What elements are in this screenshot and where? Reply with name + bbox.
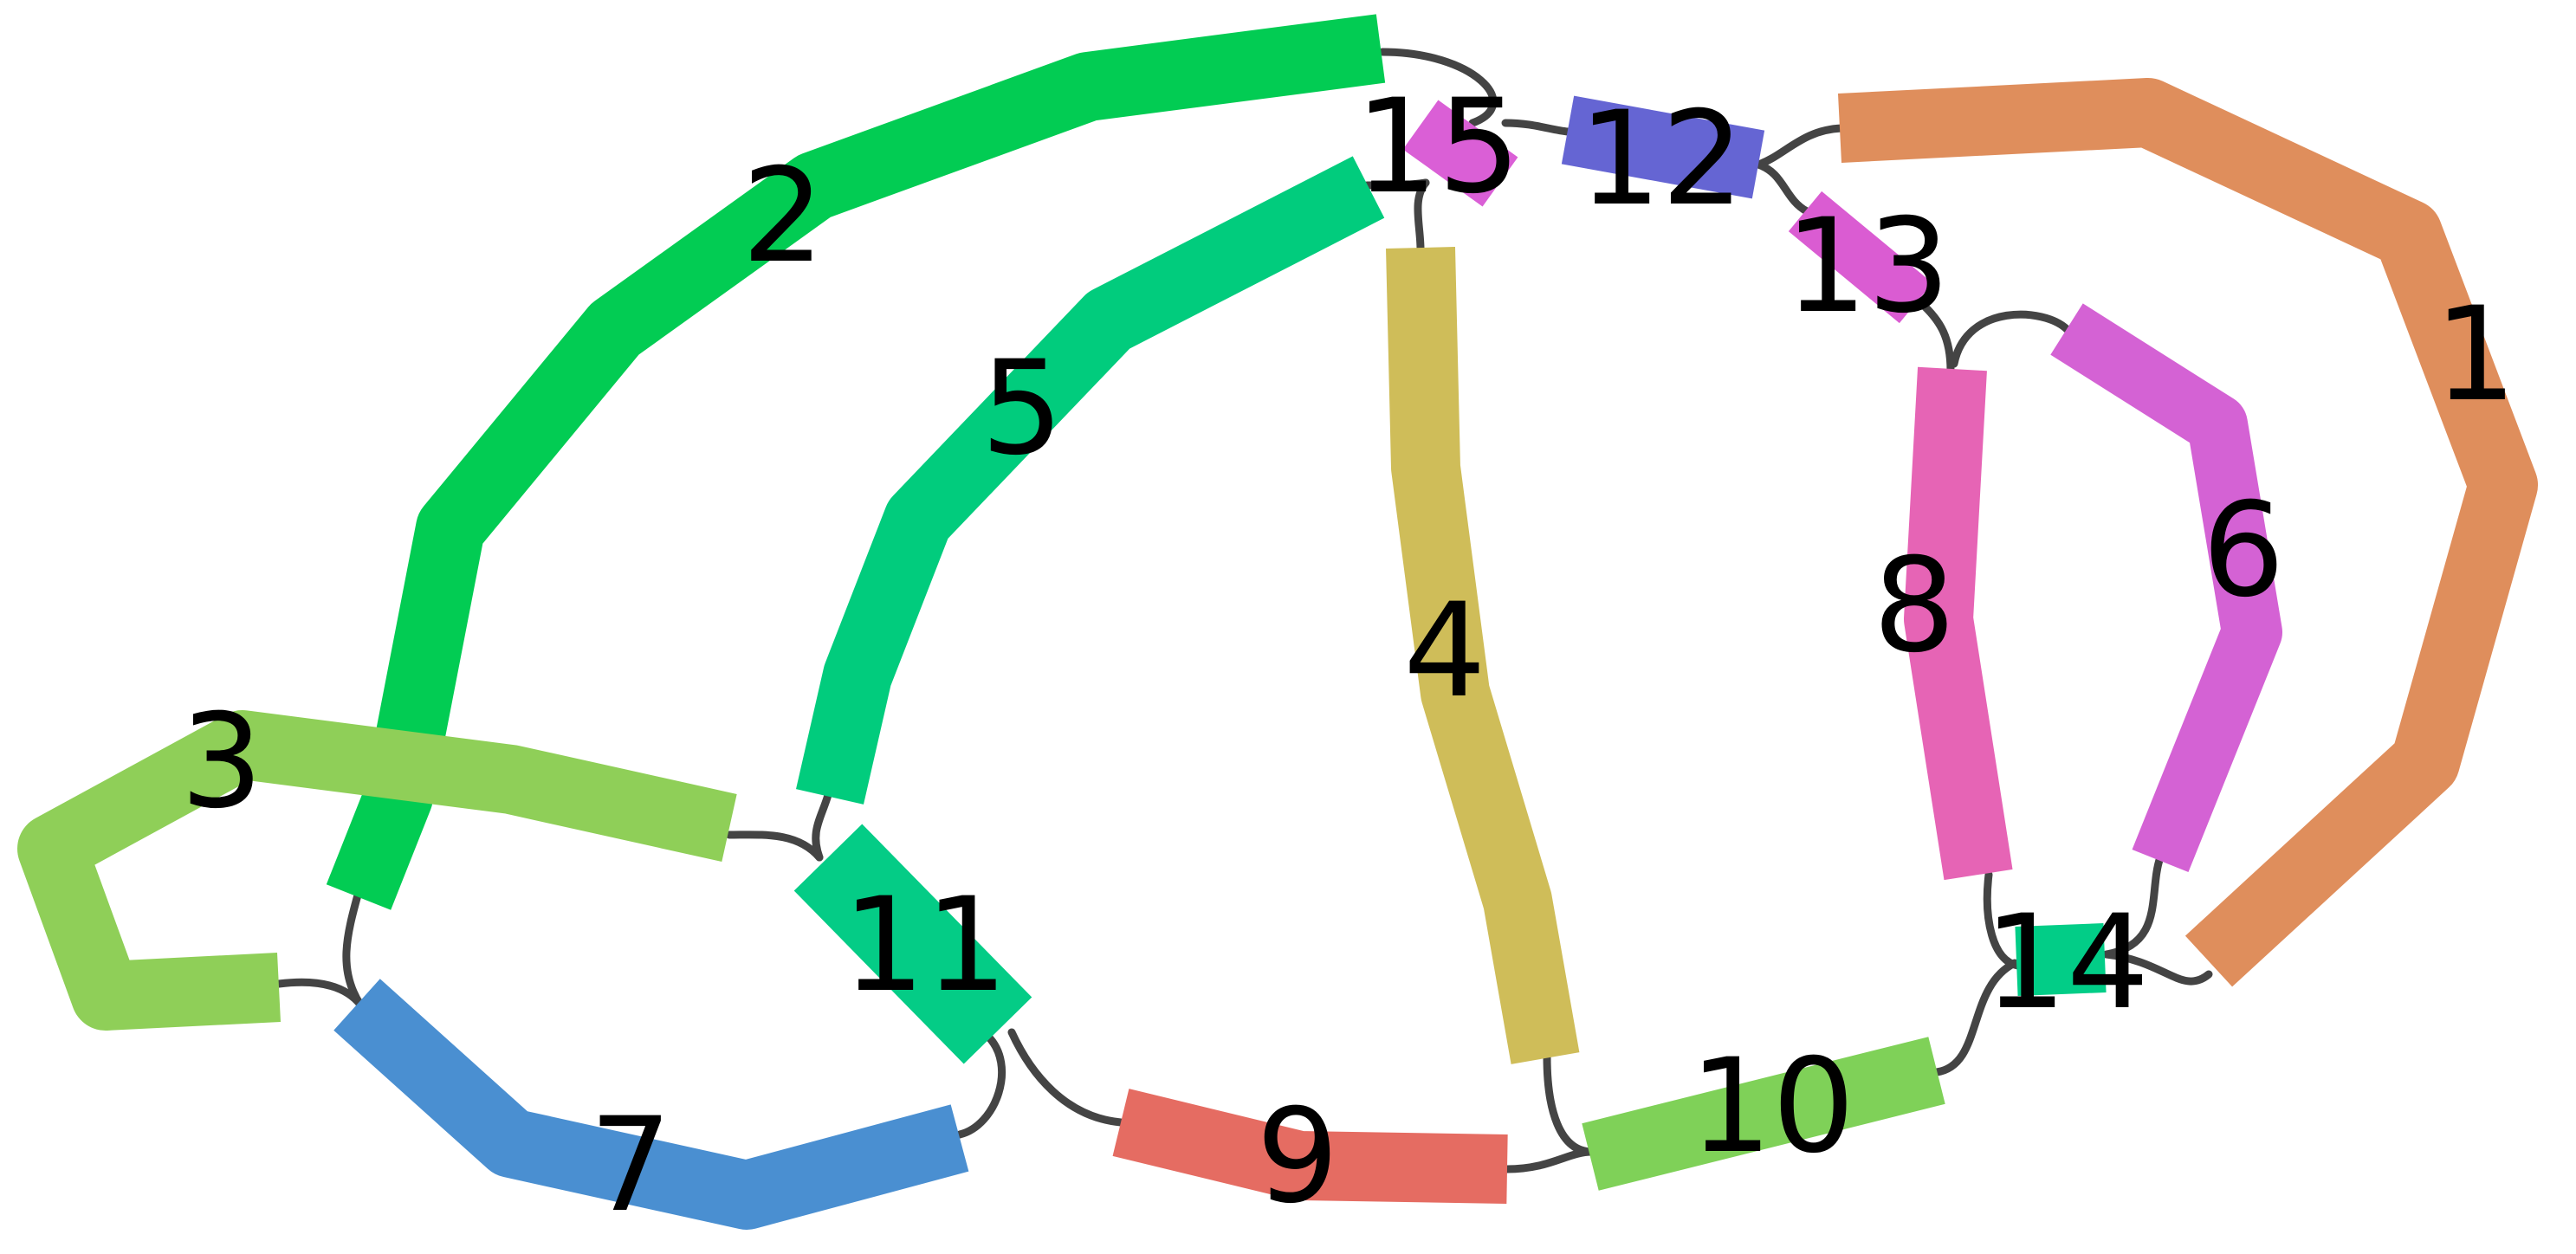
- segment-label-1: 1: [2434, 280, 2516, 430]
- link-4-10: [1543, 1052, 1596, 1156]
- link-5-11: [812, 791, 832, 862]
- segment-label-5: 5: [981, 333, 1063, 484]
- link-15-12: [1501, 119, 1572, 136]
- segments: [17, 14, 2538, 1230]
- segment-label-15: 15: [1356, 72, 1521, 223]
- segment-5[interactable]: [796, 156, 1385, 805]
- segment-label-8: 8: [1873, 531, 1955, 682]
- segment-label-6: 6: [2202, 475, 2284, 626]
- segment-label-12: 12: [1579, 84, 1744, 235]
- link-9-10: [1503, 1147, 1596, 1173]
- segment-11[interactable]: [793, 824, 1032, 1064]
- segment-label-10: 10: [1690, 1031, 1855, 1182]
- segment-12[interactable]: [1561, 95, 1765, 199]
- link-11-9: [1007, 1028, 1125, 1127]
- segment-15[interactable]: [1402, 100, 1518, 207]
- link-10-14: [1932, 959, 2019, 1076]
- labels: 1 2 3 4 5 6 7 8 9 10 11 12 13 14 15: [180, 72, 2516, 1241]
- segment-label-2: 2: [741, 141, 824, 292]
- segment-label-3: 3: [180, 687, 262, 837]
- link-3-11: [725, 831, 824, 862]
- link-12-13: [1754, 160, 1811, 216]
- segment-4[interactable]: [1386, 247, 1580, 1064]
- link-6-14: [2102, 853, 2165, 959]
- segment-8[interactable]: [1904, 366, 2013, 881]
- segment-9[interactable]: [1112, 1089, 1508, 1204]
- segment-1[interactable]: [1837, 78, 2538, 987]
- links: [275, 48, 2213, 1173]
- link-2-7: [342, 888, 365, 1009]
- link-2-15: [1378, 48, 1498, 127]
- link-11-7: [955, 1031, 1006, 1139]
- segment-10[interactable]: [1582, 1037, 1945, 1191]
- link-12-1: [1754, 124, 1846, 169]
- segment-label-4: 4: [1403, 576, 1485, 727]
- link-8-6: [1950, 310, 2071, 368]
- segment-3[interactable]: [17, 710, 737, 1031]
- segment-label-7: 7: [589, 1090, 671, 1241]
- segment-13[interactable]: [1788, 191, 1933, 324]
- segment-label-9: 9: [1256, 1082, 1338, 1232]
- link-13-8: [1917, 299, 1955, 375]
- segment-label-13: 13: [1785, 191, 1951, 342]
- segment-6[interactable]: [2050, 303, 2282, 873]
- link-5-15: [1362, 178, 1430, 190]
- segment-14[interactable]: [2015, 923, 2107, 996]
- link-15-4: [1414, 178, 1430, 254]
- segment-7[interactable]: [333, 979, 969, 1230]
- segment-label-14: 14: [1984, 888, 2150, 1038]
- segment-label-11: 11: [843, 870, 1008, 1021]
- link-14-1: [2102, 950, 2213, 986]
